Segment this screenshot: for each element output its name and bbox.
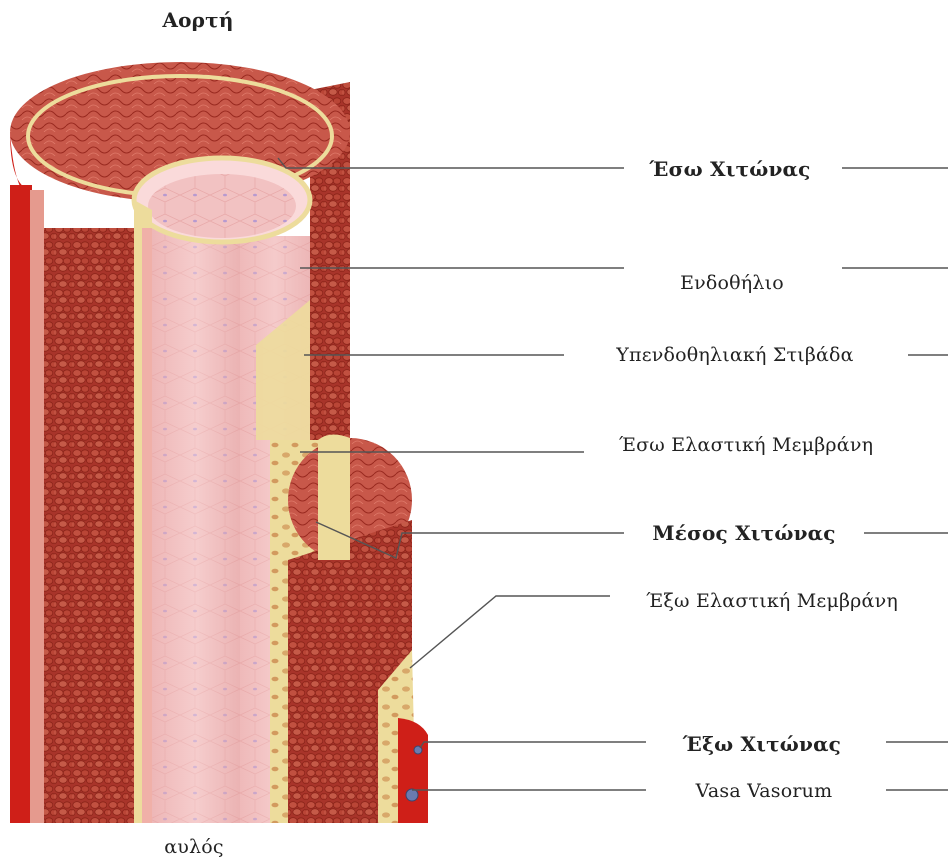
bottom-label-lumen: αυλός — [164, 838, 224, 857]
label-internal-elastic: Έσω Ελαστική Μεμβράνη — [619, 436, 873, 455]
label-endothelium: Ενδοθήλιο — [680, 274, 784, 293]
label-subendothelial: Υπενδοθηλιακή Στιβάδα — [616, 346, 853, 365]
title: Αορτή — [162, 10, 233, 30]
label-adventitia: Έξω Χιτώνας — [683, 734, 841, 754]
label-vasa-vasorum: Vasa Vasorum — [696, 782, 833, 801]
label-intima: Έσω Χιτώνας — [649, 159, 810, 179]
label-external-elastic: Έξω Ελαστική Μεμβράνη — [646, 592, 898, 611]
label-media: Μέσος Χιτώνας — [652, 523, 835, 543]
